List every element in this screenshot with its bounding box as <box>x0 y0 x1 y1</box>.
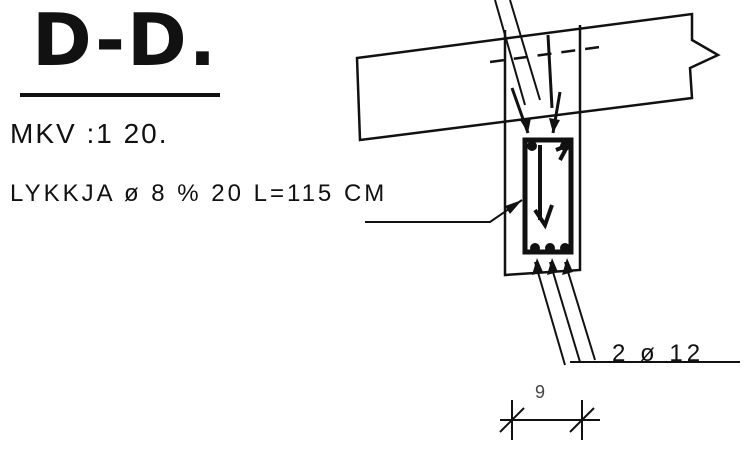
inclined-bar-bottom-c <box>564 261 596 361</box>
bottom-bar-1 <box>530 243 540 253</box>
stirrup-hook <box>533 145 554 230</box>
scale-label: MKV :1 20. <box>10 118 169 149</box>
stirrup <box>522 137 574 255</box>
slab-outline <box>355 12 721 142</box>
bottom-bar-3 <box>560 243 570 253</box>
dimension-tick-right <box>569 400 595 440</box>
inclined-bar-bottom-a <box>534 261 566 366</box>
title-underline <box>20 93 220 97</box>
top-bar-right <box>560 141 570 151</box>
section-title: D-D. <box>32 0 219 82</box>
inclined-bar-top-b <box>509 0 541 101</box>
bottom-bar-2 <box>545 243 555 253</box>
top-bar-left <box>527 141 537 151</box>
inclined-bar-top-a <box>494 0 526 106</box>
slab-dashed-line <box>489 45 601 64</box>
dimension-label: 9 <box>535 382 546 402</box>
stirrup-leader <box>365 199 523 223</box>
inclined-bar-bottom-b <box>549 261 581 363</box>
inclined-bar-top-c <box>546 34 554 109</box>
stirrup-label: LYKKJA ø 8 % 20 L=115 CM <box>10 180 388 207</box>
dimension-tick-left <box>499 400 525 440</box>
beam-outline <box>503 25 582 277</box>
bar-label: 2 ø 12 <box>612 340 705 367</box>
